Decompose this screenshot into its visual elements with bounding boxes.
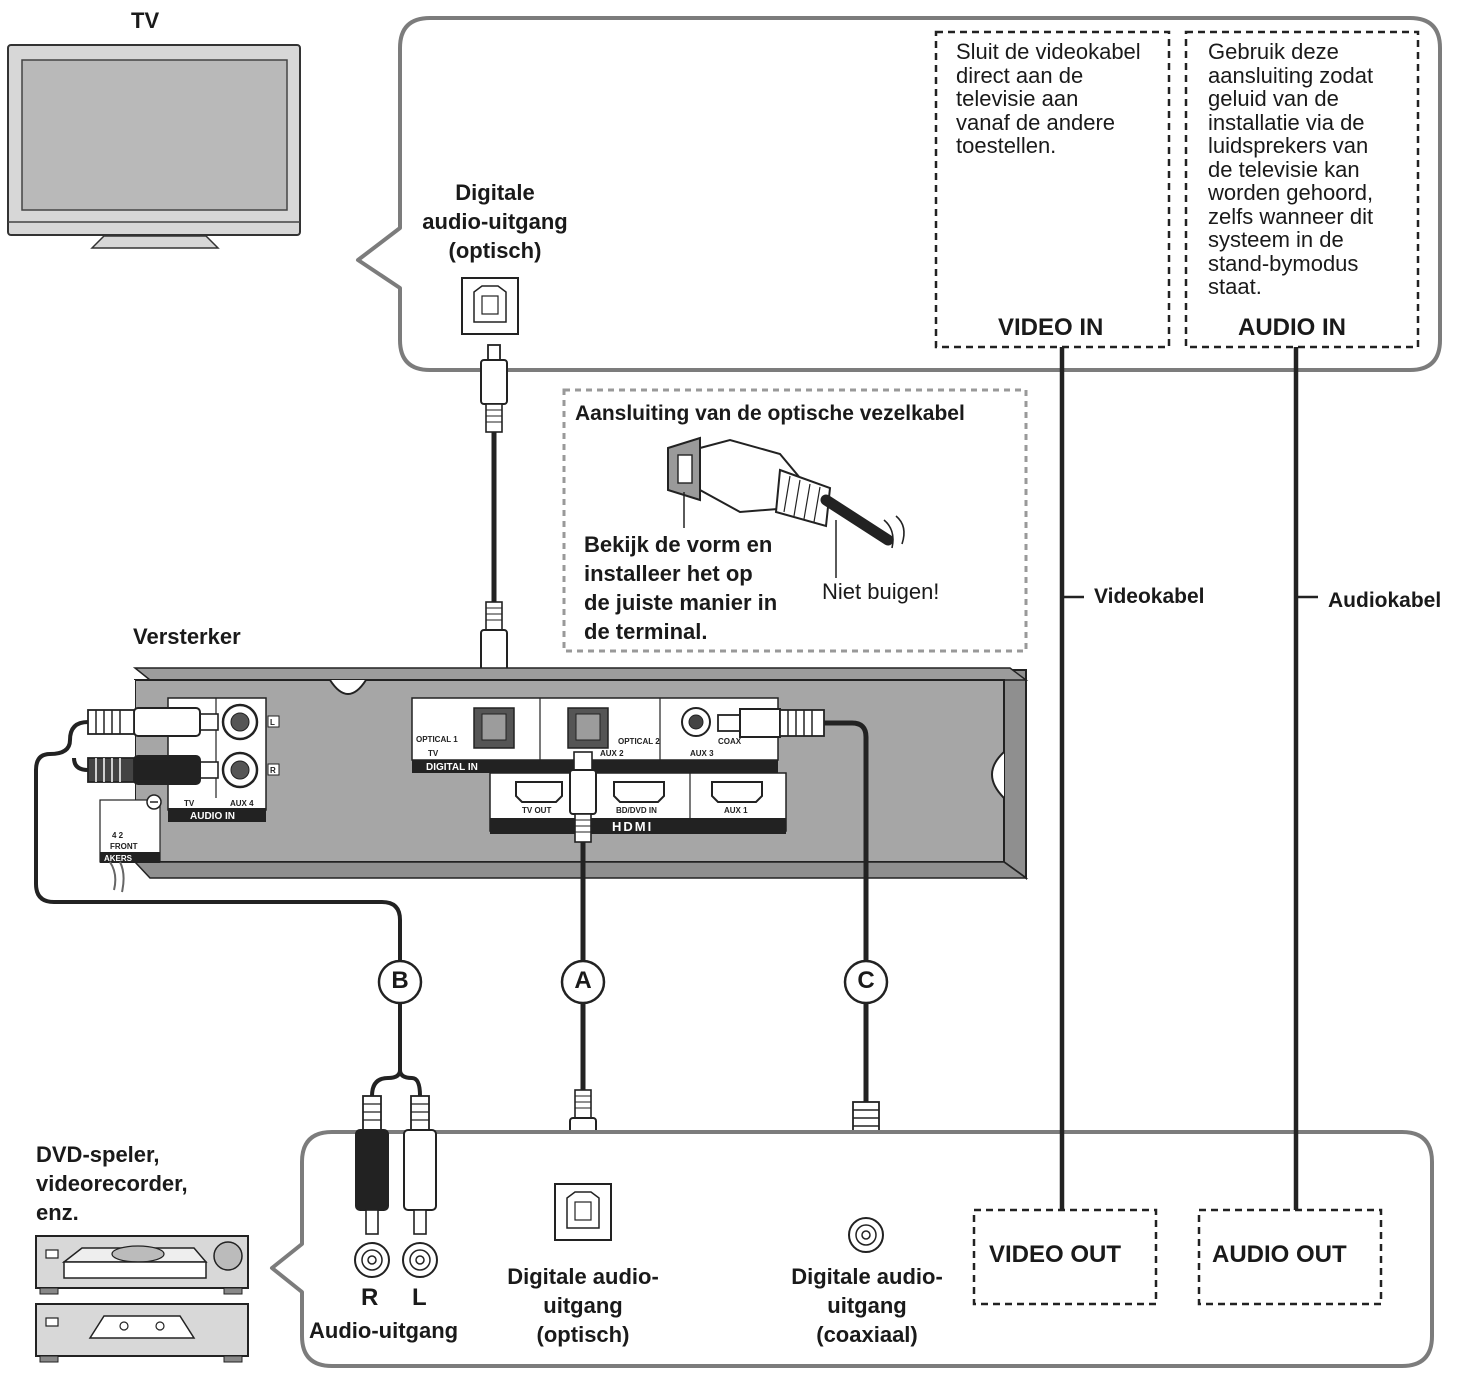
panel-aux2-label: AUX 2 [600,749,624,758]
versterker-label: Versterker [133,624,241,649]
panel-tv-label: TV [428,749,439,758]
dvd-player-illustration [35,1235,249,1295]
badge-b-label: B [391,967,409,994]
video-in-note: Sluit de videokabel direct aan de televi… [956,39,1141,158]
cable-b [34,707,422,1097]
cable-a [569,751,597,1179]
panel-num-label: 4 2 [112,831,124,840]
audiokabel-label: Audiokabel [1328,589,1442,612]
source-coax-jack [848,1217,884,1253]
tv-digital-out-label: Digitale audio-uitgang (optisch) [422,180,568,263]
audio-out-box [1197,1208,1383,1306]
panel-akers-label: AKERS [104,854,133,863]
video-in-label: VIDEO IN [998,314,1104,341]
audio-uitgang-label: Audio-uitgang [309,1318,459,1343]
panel-aux3-label: AUX 3 [690,749,714,758]
panel-hdmi-label: HDMI [612,819,653,834]
tv-illustration [7,44,301,249]
panel-audio-tv-label: TV [184,799,195,808]
optical-detail-title: Aansluiting van de optische vezelkabel [575,402,965,425]
rca-plugs-source [354,1095,438,1278]
panel-coax-label: COAX [718,737,742,746]
audio-in-box [1184,30,1420,349]
no-bend-label: Niet buigen! [822,579,940,604]
panel-aux1-label: AUX 1 [724,806,748,815]
panel-audio-in-label: AUDIO IN [190,811,235,822]
audio-in-note: Gebruik deze aansluiting zodat geluid va… [1208,39,1374,299]
panel-bd-dvd-in-label: BD/DVD IN [616,806,657,815]
digital-optical-out-label: Digitale audio- uitgang (optisch) [507,1264,659,1347]
badge-a-label: A [574,967,592,994]
badge-c-label: C [857,967,875,994]
panel-aux4-label: AUX 4 [230,799,254,808]
videokabel-label: Videokabel [1094,585,1205,608]
panel-optical2-label: OPTICAL 2 [618,737,660,746]
optical-cable-tv [480,344,508,695]
panel-l-label: L [270,718,275,727]
panel-tv-out-label: TV OUT [522,806,551,815]
panel-digital-in-label: DIGITAL IN [426,762,478,773]
r-label: R [361,1284,379,1311]
video-in-box [934,30,1171,349]
l-label: L [412,1284,427,1311]
video-out-box [972,1208,1158,1306]
badge-b-icon [377,959,423,1005]
audio-out-label: AUDIO OUT [1212,1241,1347,1268]
panel-front-label: FRONT [110,842,138,851]
video-recorder-illustration [35,1303,249,1363]
video-out-label: VIDEO OUT [989,1241,1122,1268]
digital-coax-out-label: Digitale audio- uitgang (coaxiaal) [791,1264,943,1347]
tv-optical-port [461,277,519,335]
optical-detail-box [562,388,1028,653]
digital-in-panel [411,697,779,773]
panel-r-label: R [270,766,276,775]
badge-a-icon [560,959,606,1005]
audio-in-label: AUDIO IN [1238,314,1346,341]
optical-plug-illustration [667,436,905,578]
tv-label: TV [131,8,160,33]
source-optical-port [554,1183,612,1241]
hdmi-panel [489,772,787,834]
badge-c-icon [843,959,889,1005]
panel-optical1-label: OPTICAL 1 [416,735,458,744]
source-devices-label: DVD-speler, videorecorder, enz. [36,1142,188,1225]
optical-shape-note: Bekijk de vorm en installeer het op de j… [584,532,778,644]
